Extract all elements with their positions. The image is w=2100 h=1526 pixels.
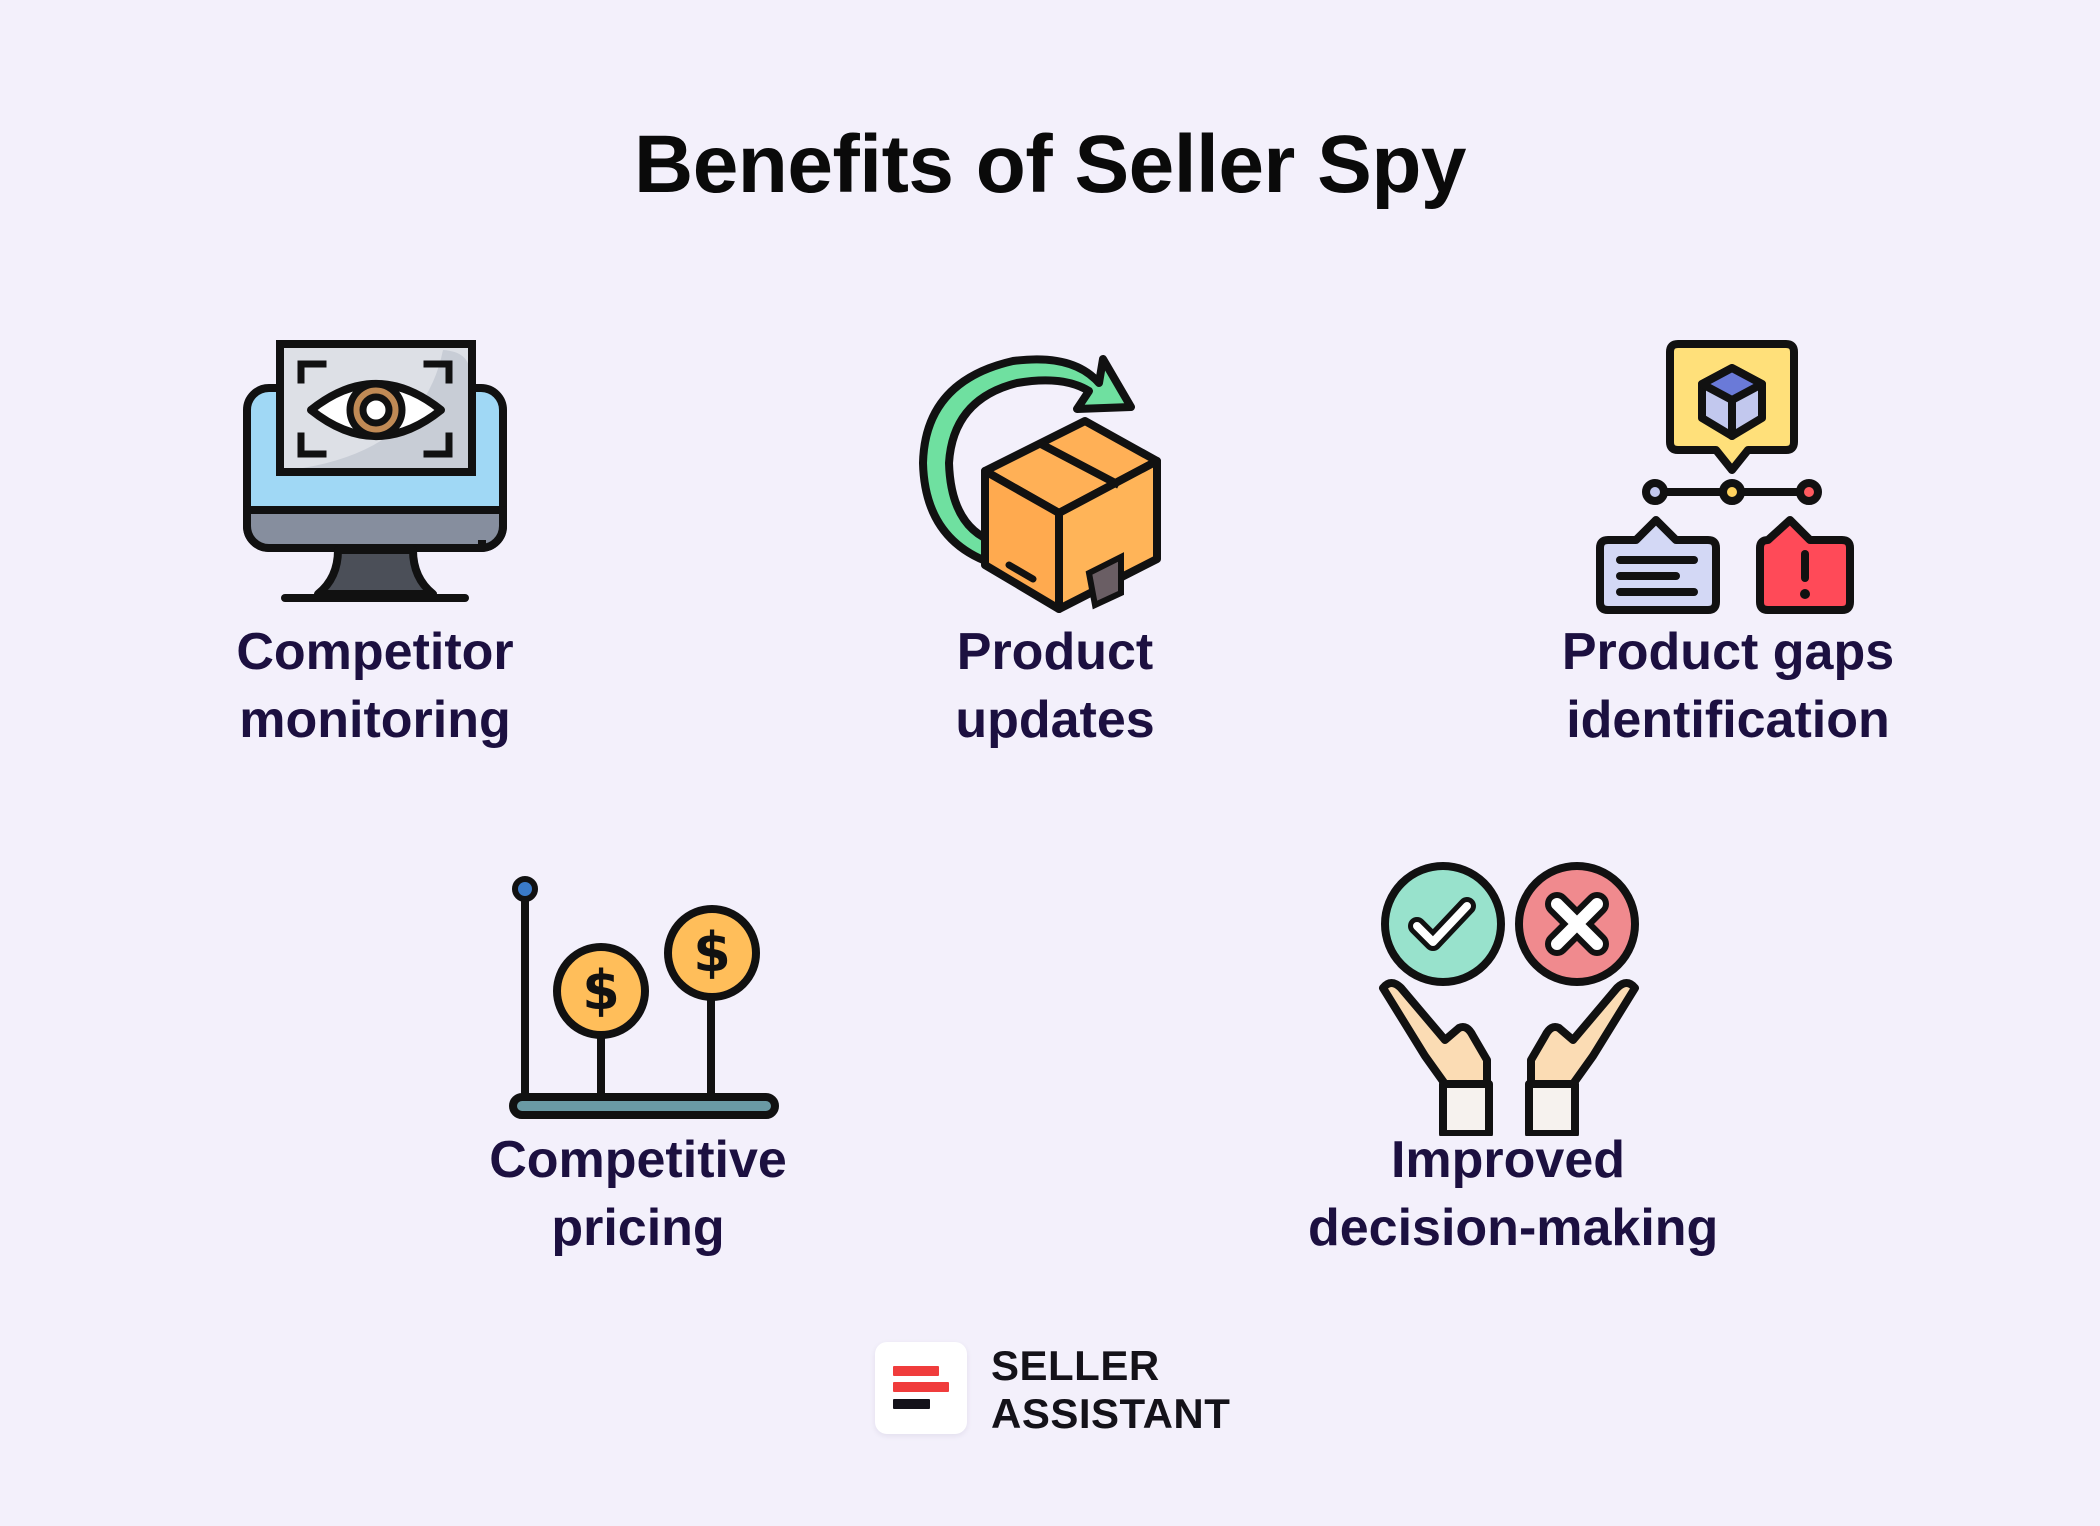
- benefit-label: Improved decision-making: [1308, 1131, 1719, 1257]
- benefit-label: Competitor monitoring: [236, 623, 514, 749]
- logo-bar: [893, 1399, 930, 1409]
- logo-bar: [893, 1382, 949, 1392]
- benefit-label: Product gaps identification: [1561, 623, 1895, 749]
- product-hierarchy-alert-icon: [1596, 340, 1854, 614]
- benefit-label: Product updates: [955, 623, 1155, 749]
- box-refresh-icon: [919, 355, 1161, 613]
- svg-text:$: $: [693, 921, 731, 984]
- logo-mark-icon: [875, 1342, 967, 1434]
- monitor-eye-icon: [243, 340, 507, 602]
- page-title: Benefits of Seller Spy: [633, 119, 1467, 210]
- price-coins-chart-icon: $ $: [509, 876, 779, 1119]
- svg-text:$: $: [582, 959, 620, 1022]
- logo-wordmark: SELLER ASSISTANT: [991, 1342, 1231, 1437]
- benefit-label: Competitive pricing: [489, 1131, 787, 1257]
- logo-bar: [893, 1366, 939, 1376]
- hands-check-cross-icon: [1379, 862, 1639, 1136]
